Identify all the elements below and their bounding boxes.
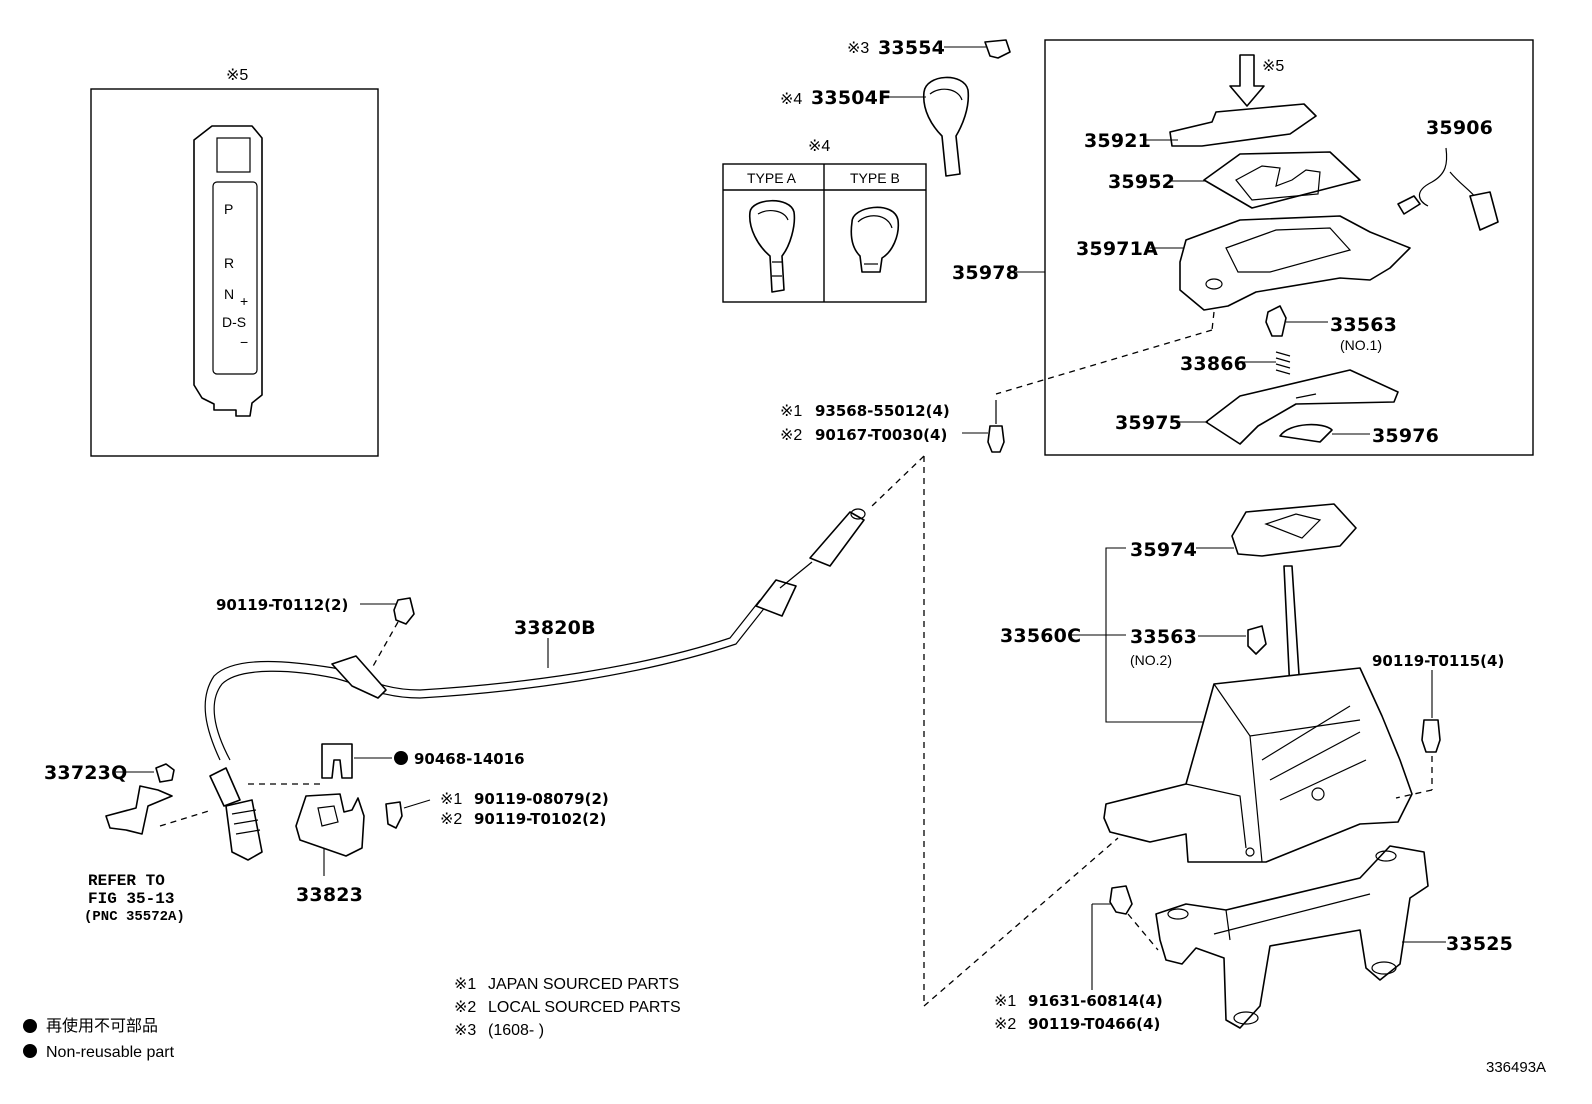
pos-p: P <box>224 201 233 217</box>
label-35952: 35952 <box>1108 171 1175 193</box>
bolt-90119-08079: ※1 90119-08079(2) ※2 90119-T0102(2) <box>385 790 609 829</box>
label-33820B: 33820B <box>514 617 596 639</box>
label-35921: 35921 <box>1084 130 1151 152</box>
shift-cable-33820B: 33820B <box>204 508 866 861</box>
screw-93568-90167: ※1 93568-55012(4) ※2 90167-T0030(4) <box>780 329 1213 453</box>
pos-plus: + <box>240 293 248 309</box>
pos-minus: − <box>240 334 248 350</box>
svg-text:※2: ※2 <box>780 427 802 444</box>
shift-gate-plate <box>212 181 258 375</box>
label-90167: 90167-T0030(4) <box>815 426 947 444</box>
knob-types-inset: ※4 TYPE A TYPE B <box>722 138 927 303</box>
note-2: LOCAL SOURCED PARTS <box>488 999 681 1016</box>
label-33563-no2: 33563 <box>1130 626 1197 648</box>
legend: 再使用不可部品 Non-reusable part <box>23 1017 175 1061</box>
label-93568: 93568-55012(4) <box>815 402 950 420</box>
label-33560C: 33560C <box>1000 625 1081 647</box>
refer-line-2: FIG 35-13 <box>88 890 174 908</box>
label-33504F: 33504F <box>811 87 891 109</box>
label-35975: 35975 <box>1115 412 1182 434</box>
label-33823: 33823 <box>296 884 363 906</box>
label-35974: 35974 <box>1130 539 1197 561</box>
bracket-33823: 33823 <box>295 793 365 906</box>
shift-lever-assembly: 35974 33560C 33563 (NO.2) 90119-T0115(4) <box>871 455 1513 1033</box>
label-90119-T0112: 90119-T0112(2) <box>216 596 348 614</box>
refer-line-1: REFER TO <box>88 872 165 890</box>
label-33563-no2-sub: (NO.2) <box>1130 652 1172 668</box>
legend-jp: 再使用不可部品 <box>46 1017 158 1035</box>
pos-r: R <box>224 255 234 271</box>
svg-text:※2: ※2 <box>440 811 462 828</box>
label-90119-T0102: 90119-T0102(2) <box>474 810 606 828</box>
svg-text:※3: ※3 <box>454 1022 476 1039</box>
shift-panel-outline <box>193 125 263 417</box>
label-33525: 33525 <box>1446 933 1513 955</box>
label-90119-T0466: 90119-T0466(4) <box>1028 1015 1160 1033</box>
inset-mark-5: ※5 <box>226 67 248 84</box>
footnotes: ※1 JAPAN SOURCED PARTS ※2 LOCAL SOURCED … <box>454 976 681 1039</box>
inset-frame <box>90 88 379 457</box>
svg-text:※1: ※1 <box>780 403 802 420</box>
label-90119-08079: 90119-08079(2) <box>474 790 609 808</box>
clip-90468: 90468-14016 <box>321 743 525 779</box>
pos-ds: D-S <box>222 314 246 330</box>
svg-text:※1: ※1 <box>440 791 462 808</box>
label-35906: 35906 <box>1426 117 1493 139</box>
console-box-frame <box>1044 39 1534 456</box>
legend-dot-1 <box>23 1019 37 1033</box>
label-35976: 35976 <box>1372 425 1439 447</box>
svg-text:※1: ※1 <box>994 993 1016 1010</box>
label-91631: 91631-60814(4) <box>1028 992 1163 1010</box>
label-90119-T0115: 90119-T0115(4) <box>1372 652 1504 670</box>
knob-type-b <box>850 206 900 273</box>
label-33554: 33554 <box>878 37 945 59</box>
label-33866: 33866 <box>1180 353 1247 375</box>
non-reusable-mark <box>394 751 408 765</box>
legend-dot-2 <box>23 1044 37 1058</box>
type-b-label: TYPE B <box>850 170 900 186</box>
pos-n: N <box>224 286 234 302</box>
note-1: JAPAN SOURCED PARTS <box>488 976 679 993</box>
legend-en: Non-reusable part <box>46 1044 175 1061</box>
svg-text:※2: ※2 <box>454 999 476 1016</box>
label-90468: 90468-14016 <box>414 750 525 768</box>
svg-text:※1: ※1 <box>454 976 476 993</box>
console-assembly-box: ※5 35921 35952 35971A 35978 35906 33563 … <box>952 39 1534 456</box>
shift-knob-33504F: ※4 33504F <box>780 76 970 177</box>
refer-line-3: (PNC 35572A) <box>84 909 185 925</box>
bolt-90119-T0112: 90119-T0112(2) <box>216 596 415 669</box>
shift-panel-inset: ※5 P R N D-S + − <box>90 67 379 457</box>
label-33563-no1-sub: (NO.1) <box>1340 337 1382 353</box>
knob-type-a <box>748 200 796 293</box>
type-a-label: TYPE A <box>747 170 797 186</box>
bracket-33723Q: 33723Q REFER TO FIG 35-13 (PNC 35572A) <box>44 762 320 925</box>
label-33723Q: 33723Q <box>44 762 127 784</box>
label-33563-no1: 33563 <box>1330 314 1397 336</box>
down-arrow <box>1229 54 1265 107</box>
svg-text:※2: ※2 <box>994 1016 1016 1033</box>
cap-33554: ※3 33554 <box>847 37 1011 59</box>
arrow-mark: ※5 <box>1262 58 1284 75</box>
label-35971A: 35971A <box>1076 238 1158 260</box>
diagram-id: 336493A <box>1486 1059 1546 1076</box>
label-35978: 35978 <box>952 262 1019 284</box>
inset-mark-4: ※4 <box>808 138 830 155</box>
mark-33554: ※3 <box>847 40 869 57</box>
note-3: (1608- ) <box>488 1022 544 1039</box>
shift-panel-window <box>216 137 251 173</box>
mark-33504F: ※4 <box>780 91 802 108</box>
